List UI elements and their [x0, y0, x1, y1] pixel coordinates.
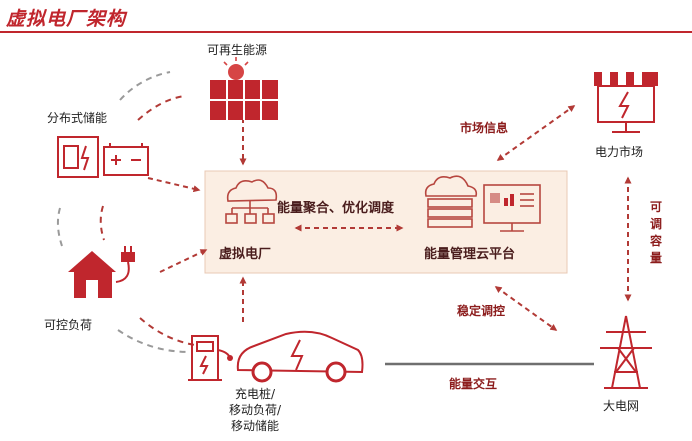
storage-icon: [57, 136, 149, 178]
left-decor-arcs: [56, 71, 191, 353]
arrow-stable-control: [494, 286, 558, 331]
electric-car-icon: [227, 330, 364, 383]
grid-label: 大电网: [603, 399, 640, 413]
cloud-platform-icon: [424, 175, 541, 232]
solar-panel-icon: [210, 57, 278, 120]
arrow-market-info: [496, 105, 576, 161]
renewable-label: 可再生能源: [207, 43, 268, 57]
market-info-label: 市场信息: [460, 121, 509, 135]
house-plug-icon: [68, 246, 135, 298]
charging-label-line2: 移动负荷/: [228, 403, 282, 417]
transmission-tower-icon: [600, 315, 652, 389]
charging-label-line3: 移动储能: [230, 419, 279, 433]
charging-label-line1: 充电桩/: [234, 387, 276, 401]
arrow-load: [159, 249, 208, 273]
vpp-cloud-network-icon: [225, 179, 278, 224]
controllable-load-label: 可控负荷: [44, 318, 93, 332]
adjustable-capacity-label: 可调容量: [649, 200, 662, 265]
page-title: 虚拟电厂架构: [6, 8, 127, 30]
distributed-storage-label: 分布式储能: [47, 111, 108, 125]
title-divider: [0, 31, 692, 33]
cloud-platform-label: 能量管理云平台: [424, 247, 516, 262]
energy-exchange-label: 能量交互: [449, 377, 498, 391]
central-panel: [204, 170, 568, 274]
stable-control-label: 稳定调控: [457, 304, 506, 318]
market-shop-icon: [594, 72, 658, 133]
power-market-label: 电力市场: [595, 145, 644, 159]
aggregation-label: 能量聚合、优化调度: [277, 201, 395, 216]
left-decor-arcs-red: [99, 95, 196, 346]
charging-station-icon: [188, 335, 231, 381]
arrow-storage: [147, 177, 201, 193]
vpp-label: 虚拟电厂: [219, 247, 272, 262]
charging-label: 充电桩/ 移动负荷/ 移动储能: [215, 386, 295, 434]
